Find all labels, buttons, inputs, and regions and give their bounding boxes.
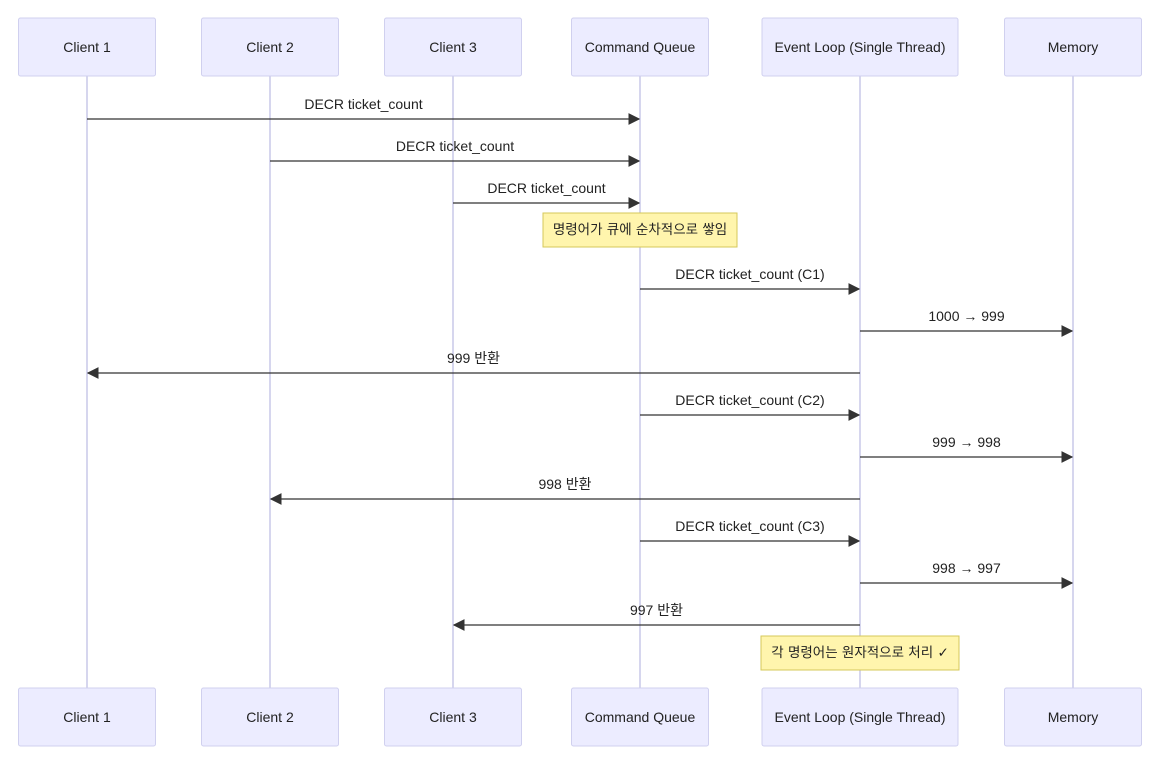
message-c3-to-q: DECR ticket_count <box>453 180 641 209</box>
message-label: DECR ticket_count <box>396 138 514 154</box>
message-label: 1000 → 999 <box>928 308 1004 324</box>
actor-box <box>384 17 522 77</box>
message-el-to-mem: 999 → 998 <box>860 434 1074 463</box>
message-el-to-mem: 998 → 997 <box>860 560 1074 589</box>
message-q-to-el: DECR ticket_count (C1) <box>640 266 861 295</box>
message-label: 999 반환 <box>447 350 500 366</box>
message-el-to-mem: 1000 → 999 <box>860 308 1074 337</box>
actor-c1-top: Client 1 <box>18 17 156 77</box>
message-el-to-c1: 999 반환 <box>86 350 860 379</box>
actor-box <box>571 687 709 747</box>
actor-q-bottom: Command Queue <box>571 687 709 747</box>
message-label: 998 반환 <box>538 476 591 492</box>
actor-label: Memory <box>1048 709 1099 725</box>
actor-c3-top: Client 3 <box>384 17 522 77</box>
message-el-to-c2: 998 반환 <box>269 476 860 505</box>
actor-label: Event Loop (Single Thread) <box>775 39 946 55</box>
message-label: DECR ticket_count (C2) <box>675 392 824 408</box>
actor-el-top: Event Loop (Single Thread) <box>761 17 959 77</box>
actor-q-top: Command Queue <box>571 17 709 77</box>
actor-mem-bottom: Memory <box>1004 687 1142 747</box>
actor-label: Event Loop (Single Thread) <box>775 709 946 725</box>
message-label: DECR ticket_count <box>487 180 605 196</box>
message-el-to-c3: 997 반환 <box>452 602 860 631</box>
message-q-to-el: DECR ticket_count (C3) <box>640 518 861 547</box>
actor-el-bottom: Event Loop (Single Thread) <box>761 687 959 747</box>
note-text: 각 명령어는 원자적으로 처리 ✓ <box>771 645 949 661</box>
message-label: 998 → 997 <box>932 560 1001 576</box>
actor-box <box>201 17 339 77</box>
actors-bottom: Client 1 Client 2 Client 3 Command Queue Eve… <box>18 687 1142 747</box>
message-c2-to-q: DECR ticket_count <box>270 138 641 167</box>
note-over-el: 각 명령어는 원자적으로 처리 ✓ <box>760 635 960 671</box>
actor-box <box>761 17 959 77</box>
actor-c2-bottom: Client 2 <box>201 687 339 747</box>
note-text: 명령어가 큐에 순차적으로 쌓임 <box>553 222 727 238</box>
lifelines <box>86 76 1074 688</box>
actors-top: Client 1 Client 2 Client 3 Command Queue Eve… <box>18 17 1142 77</box>
note-over-q: 명령어가 큐에 순차적으로 쌓임 <box>542 212 738 248</box>
actor-c2-top: Client 2 <box>201 17 339 77</box>
actor-c3-bottom: Client 3 <box>384 687 522 747</box>
actor-label: Client 3 <box>429 39 477 55</box>
message-q-to-el: DECR ticket_count (C2) <box>640 392 861 421</box>
note-box <box>760 635 960 671</box>
message-label: DECR ticket_count (C3) <box>675 518 824 534</box>
actor-box <box>1004 687 1142 747</box>
actor-label: Client 2 <box>246 39 294 55</box>
actor-box <box>761 687 959 747</box>
actor-box <box>18 17 156 77</box>
actor-label: Client 1 <box>63 39 111 55</box>
actor-box <box>384 687 522 747</box>
message-c1-to-q: DECR ticket_count <box>87 96 641 125</box>
actor-c1-bottom: Client 1 <box>18 687 156 747</box>
message-label: 999 → 998 <box>932 434 1001 450</box>
actor-box <box>18 687 156 747</box>
actor-box <box>1004 17 1142 77</box>
actor-box <box>201 687 339 747</box>
actor-label: Client 3 <box>429 709 477 725</box>
actor-label: Client 2 <box>246 709 294 725</box>
actor-label: Command Queue <box>585 39 696 55</box>
note-box <box>542 212 738 248</box>
actor-label: Command Queue <box>585 709 696 725</box>
actor-mem-top: Memory <box>1004 17 1142 77</box>
actor-label: Client 1 <box>63 709 111 725</box>
actor-box <box>571 17 709 77</box>
message-label: 997 반환 <box>630 602 683 618</box>
message-label: DECR ticket_count <box>304 96 422 112</box>
actor-label: Memory <box>1048 39 1099 55</box>
message-label: DECR ticket_count (C1) <box>675 266 824 282</box>
